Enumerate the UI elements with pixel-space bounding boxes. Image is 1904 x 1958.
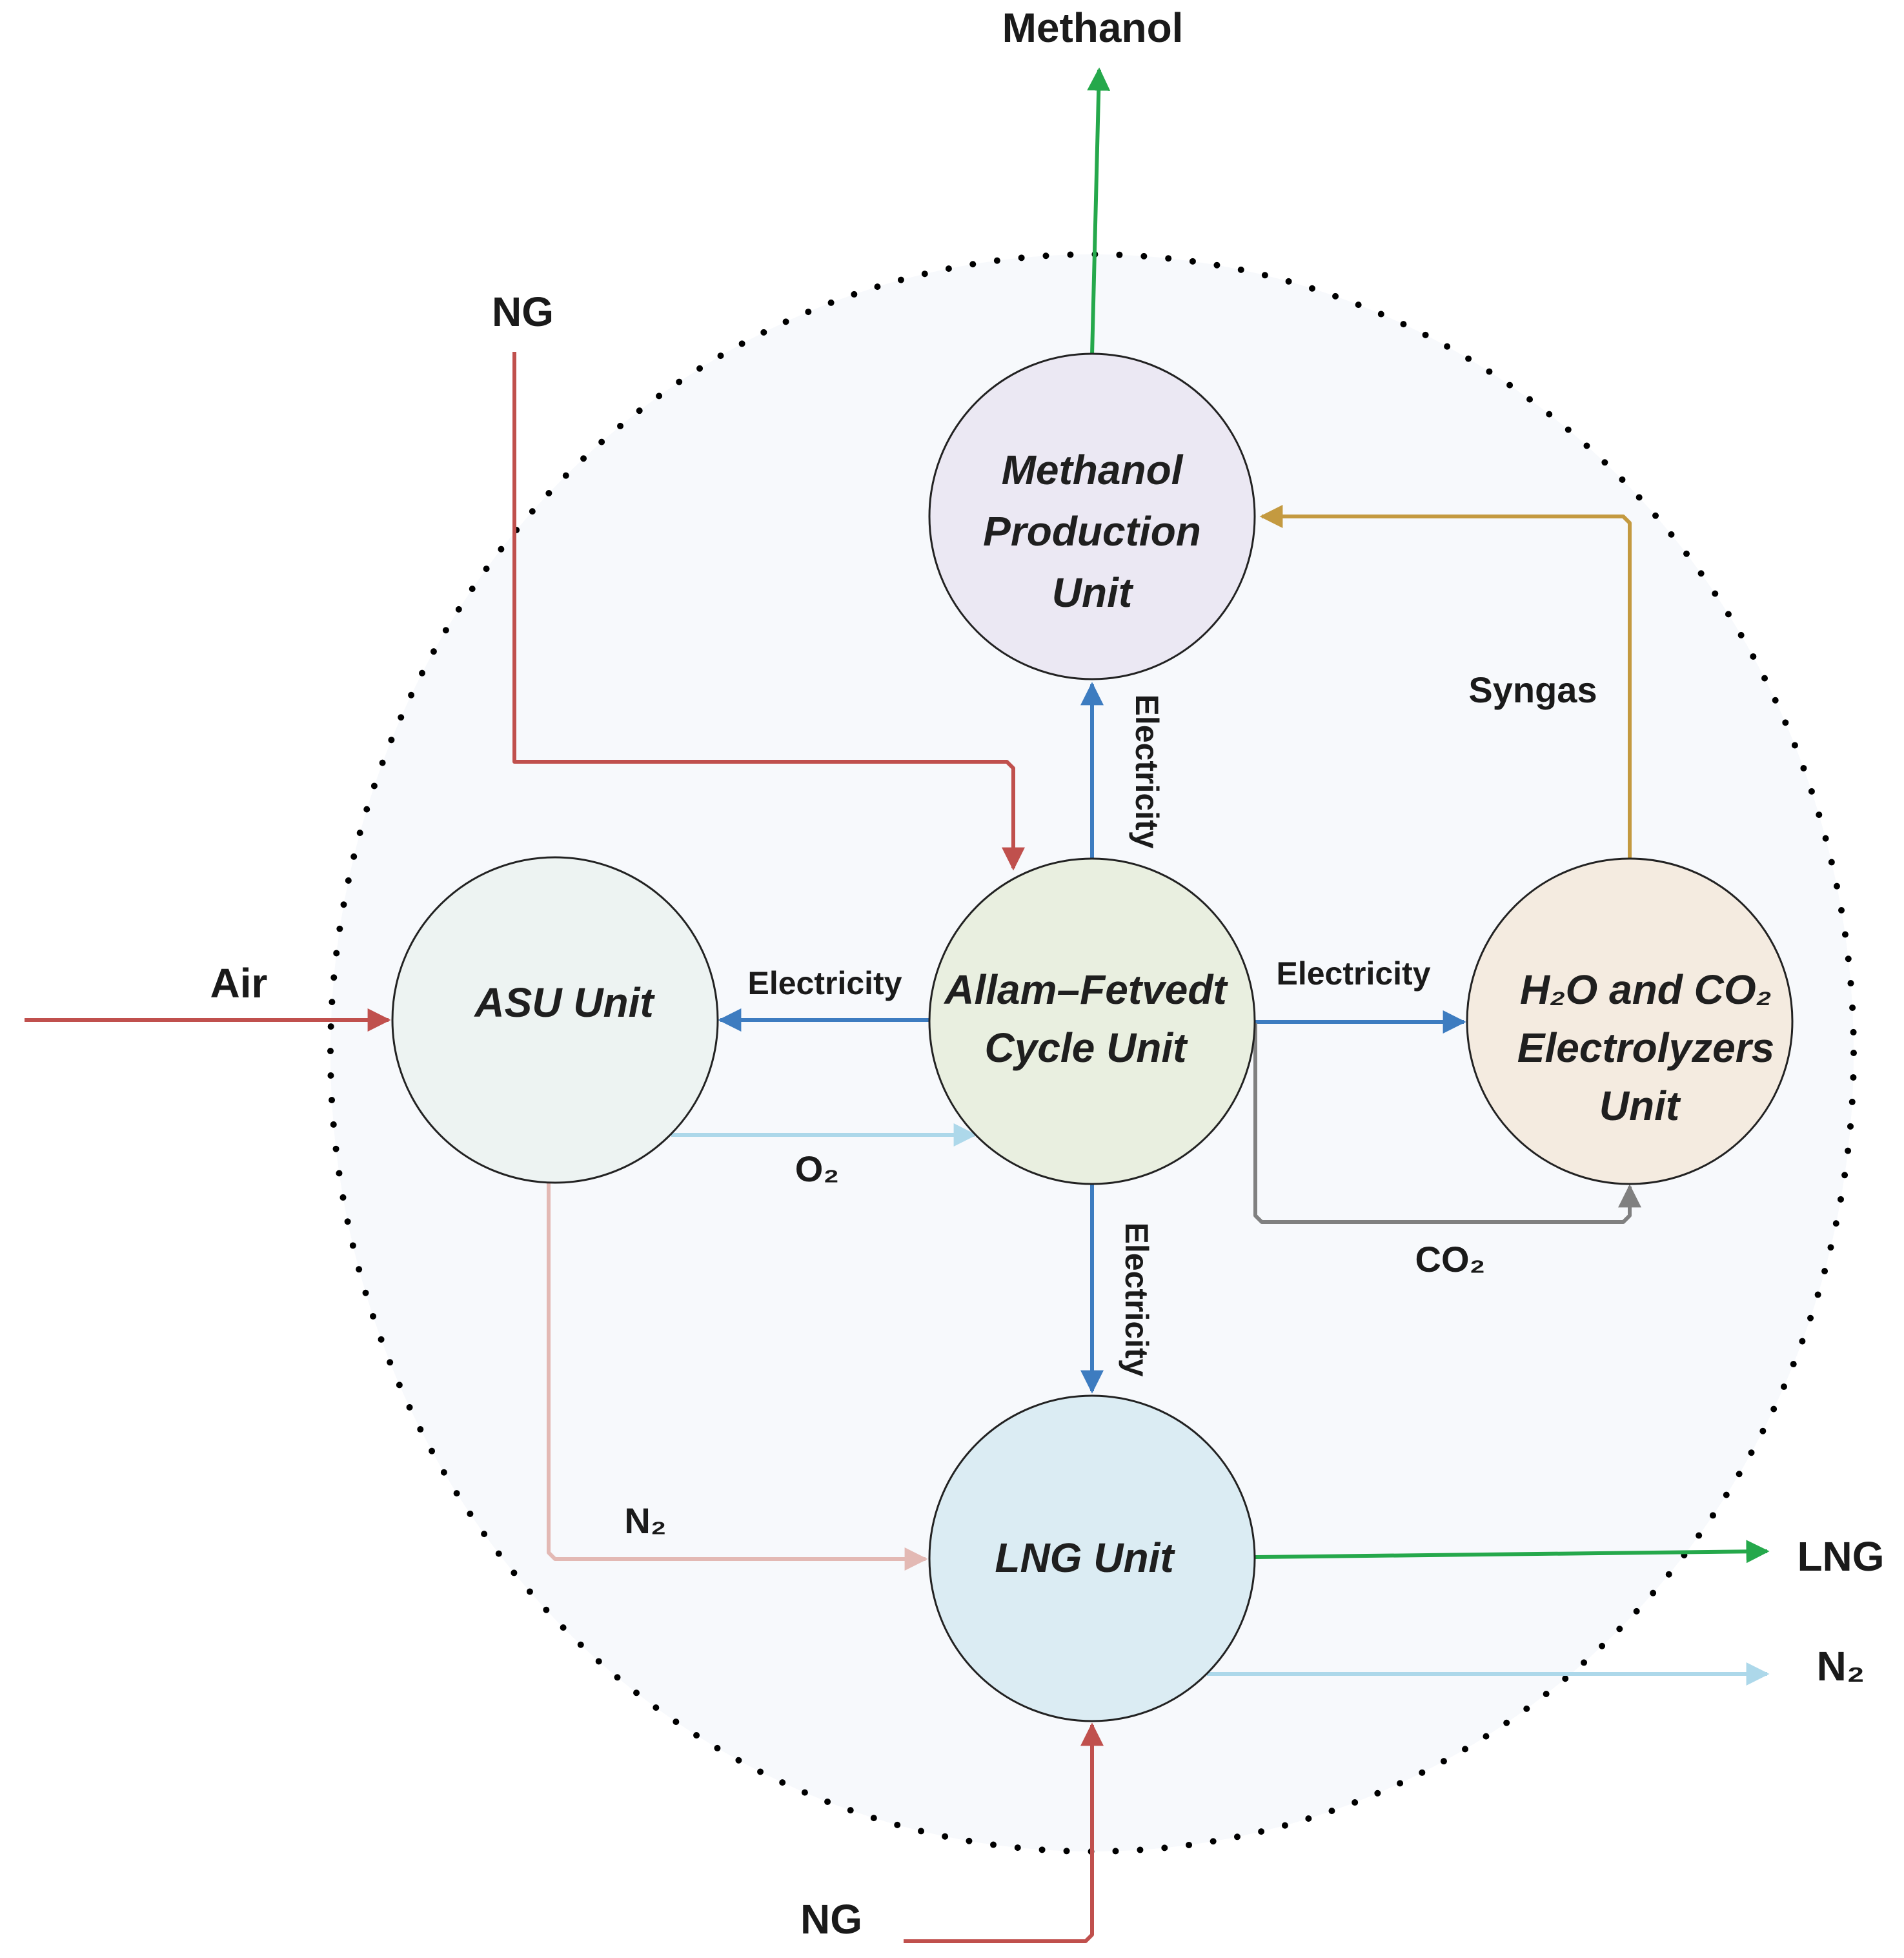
electrolyzers-unit-label-line2: Electrolyzers	[1517, 1025, 1774, 1071]
methanol-out-label: Methanol	[1002, 5, 1184, 51]
electricity-to-methanol-label: Electricity	[1129, 694, 1165, 848]
ng-top-label: NG	[492, 289, 554, 335]
lng-unit-label: LNG Unit	[995, 1535, 1175, 1581]
lng-out-arrow	[1255, 1540, 1770, 1564]
ng-bottom-label: NG	[800, 1896, 862, 1943]
syngas-arrow	[1259, 505, 1632, 859]
electrolyzers-unit-label-line1: H₂O and CO₂	[1520, 966, 1772, 1013]
electricity-to-asu-label: Electricity	[747, 965, 902, 1001]
n2-to-lng-label: N₂	[624, 1500, 666, 1541]
asu-unit: ASU Unit	[391, 856, 719, 1184]
syngas-label: Syngas	[1468, 669, 1597, 710]
n2-out-label: N₂	[1817, 1643, 1865, 1689]
asu-unit-label: ASU Unit	[473, 979, 655, 1026]
methanol-unit-label-line3: Unit	[1052, 569, 1134, 616]
co2-arrow	[1253, 1023, 1641, 1224]
methanol-unit-label-line1: Methanol	[1002, 447, 1184, 493]
electrolyzers-unit-label-line3: Unit	[1599, 1083, 1681, 1129]
methanol-out-arrow	[1087, 67, 1111, 356]
methanol-production-unit: Methanol Production Unit	[928, 352, 1256, 680]
allam-unit-label-line2: Cycle Unit	[985, 1025, 1189, 1071]
air-in-label: Air	[210, 960, 268, 1006]
allam-unit-label-line1: Allam–Fetvedt	[943, 966, 1228, 1013]
lng-unit: LNG Unit	[928, 1394, 1256, 1722]
co2-label: CO₂	[1415, 1239, 1486, 1280]
electricity-to-lng-label: Electricity	[1119, 1222, 1155, 1376]
n2-to-lng-arrow	[547, 1183, 928, 1571]
lng-out-label: LNG	[1797, 1533, 1884, 1580]
ng-bottom-arrow	[904, 1722, 1104, 1943]
methanol-unit-label-line2: Production	[983, 508, 1201, 555]
electricity-to-electrolyzers-label: Electricity	[1276, 955, 1430, 992]
o2-label: O₂	[795, 1148, 839, 1189]
electrolyzers-unit: H₂O and CO₂ Electrolyzers Unit	[1466, 857, 1794, 1185]
allam-fetvedt-cycle-unit: Allam–Fetvedt Cycle Unit	[928, 857, 1256, 1185]
ng-top-arrow	[512, 352, 1025, 871]
